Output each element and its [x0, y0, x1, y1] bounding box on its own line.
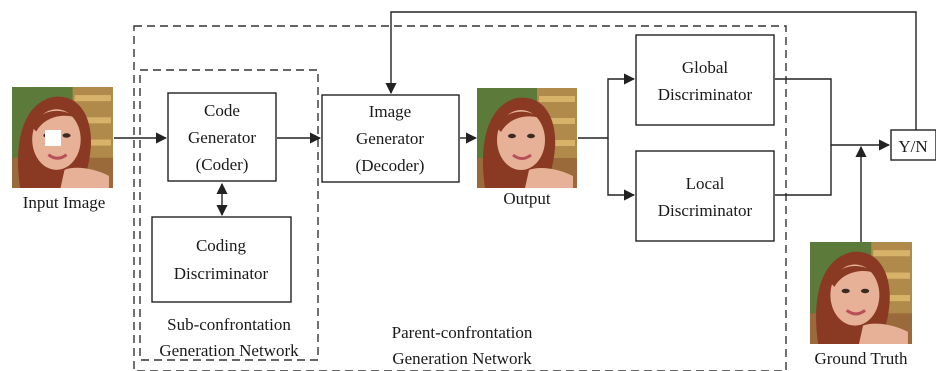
local-discriminator-line2: Discriminator — [658, 201, 753, 220]
code-generator-line2: Generator — [188, 128, 256, 147]
arrow-global-to-decision — [775, 78, 891, 151]
output-image-caption: Output — [503, 189, 551, 208]
decision-label: Y/N — [898, 137, 927, 156]
mask-patch — [45, 130, 61, 146]
parent-network-label-line1: Parent-confrontation — [392, 323, 533, 342]
image-generator-box — [321, 94, 460, 183]
ground-truth-image — [809, 242, 913, 344]
local-discriminator-box — [635, 150, 775, 242]
local-discriminator-line1: Local — [686, 174, 725, 193]
global-discriminator-line2: Discriminator — [658, 85, 753, 104]
arrow-output-to-local — [607, 138, 636, 201]
code-generator-box — [167, 92, 277, 182]
parent-network-container — [133, 25, 787, 371]
coding-discriminator-line1: Coding — [196, 236, 247, 255]
code-generator-line3: (Coder) — [196, 155, 249, 174]
output-image — [477, 88, 577, 188]
ground-truth-caption: Ground Truth — [814, 349, 908, 368]
coding-discriminator-line2: Discriminator — [174, 264, 269, 283]
image-generator-line2: Generator — [356, 129, 424, 148]
input-image-caption: Input Image — [23, 193, 106, 212]
input-image — [12, 87, 113, 188]
sub-network-label-line2: Generation Network — [159, 341, 299, 360]
code-generator-line1: Code — [204, 101, 240, 120]
arrow-feedback-to-decoder — [385, 11, 917, 130]
image-generator-line1: Image — [369, 102, 411, 121]
global-discriminator-box — [635, 34, 775, 126]
parent-network-label-line2: Generation Network — [392, 349, 532, 368]
arrow-output-to-global — [578, 73, 636, 139]
coding-discriminator-box — [151, 216, 292, 303]
global-discriminator-line1: Global — [682, 58, 729, 77]
line-local-to-decision — [775, 145, 832, 196]
sub-network-label-line1: Sub-confrontation — [167, 315, 291, 334]
decision-box — [890, 129, 936, 161]
image-generator-line3: (Decoder) — [356, 156, 425, 175]
